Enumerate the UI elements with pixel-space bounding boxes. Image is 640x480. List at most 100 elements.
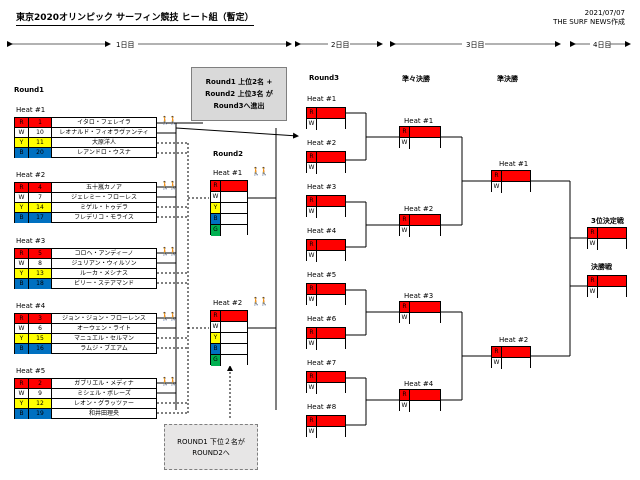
slot-letter: W (307, 207, 317, 218)
slot-letter: R (588, 276, 598, 286)
slot-row: W (492, 182, 530, 193)
slot-row: B (211, 344, 247, 355)
quarterfinal-label: 準々決勝 (402, 75, 430, 83)
surfers-icon: 🚶🚶 (160, 181, 178, 190)
seed-number: 6 (29, 324, 52, 333)
slot-row: W (307, 427, 345, 438)
slot-letter: B (211, 214, 221, 224)
slot-row: W (307, 207, 345, 218)
slot-row: R (400, 127, 440, 138)
surfer-name: 大原洋人 (91, 139, 116, 146)
seed-number: 10 (29, 128, 52, 137)
slot-row: R (307, 416, 345, 427)
color-cell: W (15, 193, 29, 202)
seed-number: 14 (29, 203, 52, 212)
slot-row: G (211, 225, 247, 236)
surfer-name: レオン・グラッツァー (73, 400, 134, 407)
heat-label: Heat #2 (16, 171, 46, 179)
surfer-name: 和井田理央 (88, 410, 119, 417)
color-cell: B (15, 213, 29, 223)
seed-number: 3 (29, 314, 52, 323)
slot-row: R (588, 276, 626, 287)
slot-row: R (400, 302, 440, 313)
slot-letter: W (211, 192, 221, 202)
slot-letter: W (588, 239, 598, 250)
slot-letter: W (400, 313, 410, 324)
slot-letter: W (307, 119, 317, 130)
surfers-icon: 🚶🚶 (160, 116, 178, 125)
slot-letter: R (400, 127, 410, 137)
slot-letter: R (492, 171, 502, 181)
slot-letter: R (307, 416, 317, 426)
surfer-name: マニュエル・セルマン (73, 335, 134, 342)
heat-label: Heat #1 (404, 117, 434, 125)
final-label: 決勝戦 (591, 263, 612, 271)
seed-number: 18 (29, 279, 52, 289)
seed-number: 1 (29, 118, 52, 127)
seed-number: 13 (29, 269, 52, 278)
color-cell: R (15, 379, 29, 388)
slot-row: R (588, 228, 626, 239)
bronze-label: 3位決定戦 (591, 217, 624, 225)
seed-number: 4 (29, 183, 52, 192)
slot-letter: B (211, 344, 221, 354)
color-cell: W (15, 128, 29, 137)
slot-row: R (400, 390, 440, 401)
slot-letter: W (307, 383, 317, 394)
slot-letter: W (588, 287, 598, 298)
seed-number: 2 (29, 379, 52, 388)
round2-label: Round2 (213, 150, 244, 158)
color-cell: R (15, 314, 29, 323)
slot-row: W (588, 287, 626, 298)
heat-label: Heat #2 (307, 139, 337, 147)
surfers-icon: 🚶🚶 (251, 167, 269, 176)
slot-letter: R (307, 284, 317, 294)
slot-letter: G (211, 225, 221, 236)
slot-row: R (307, 284, 345, 295)
slot-row: R (307, 240, 345, 251)
surfer-name: ジェレミー・フローレス (70, 194, 137, 201)
day2-label: 2日目 (331, 41, 350, 49)
advance-note-line2: Round2 上位3名 が (205, 90, 273, 98)
surfer-name: ビリー・ステアマンド (73, 280, 134, 287)
slot-row: W (400, 138, 440, 149)
color-cell: B (15, 279, 29, 289)
slot-row: W (307, 251, 345, 262)
surfer-name: レオナルド・フィオラヴァンティ (59, 129, 149, 136)
heat-label: Heat #7 (307, 359, 337, 367)
round1-label: Round1 (14, 86, 45, 94)
seed-number: 15 (29, 334, 52, 343)
slot-letter: R (307, 196, 317, 206)
slot-letter: R (307, 240, 317, 250)
advance-note-line3: Round3へ進出 (213, 102, 265, 110)
heat-label: Heat #2 (499, 336, 529, 344)
source-text: THE SURF NEWS作成 (553, 18, 625, 26)
surfer-name: ルーカ・メシナス (79, 270, 128, 277)
heat-label: Heat #1 (307, 95, 337, 103)
slot-letter: R (307, 328, 317, 338)
seed-number: 5 (29, 249, 52, 258)
surfer-name: フレデリコ・モライス (74, 214, 134, 221)
slot-letter: R (400, 390, 410, 400)
slot-row: W (492, 358, 530, 369)
round3-label: Round3 (309, 74, 340, 82)
seed-number: 16 (29, 344, 52, 354)
